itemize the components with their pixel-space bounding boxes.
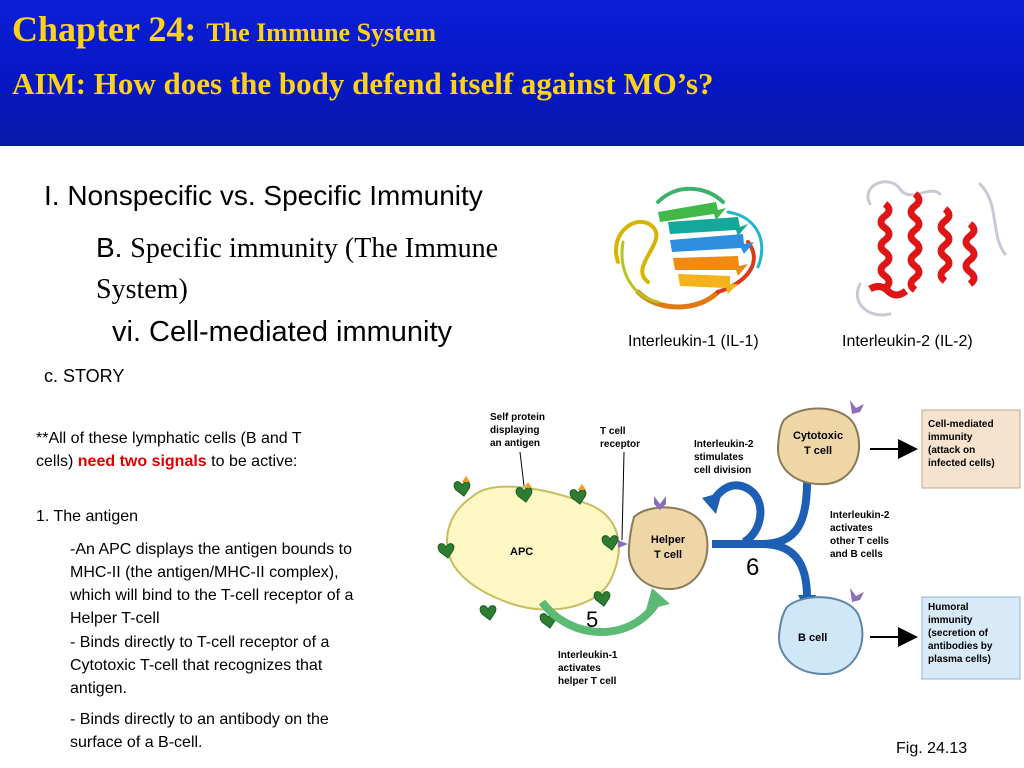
svg-text:cell division: cell division xyxy=(694,465,751,476)
il2-activates-label: Interleukin-2 activates other T cells an… xyxy=(830,510,890,560)
humoral-label: Humoral immunity (secretion of antibodie… xyxy=(928,602,993,665)
svg-text:Helper: Helper xyxy=(651,534,686,546)
step-5-label: 5 xyxy=(586,607,598,632)
svg-text:Interleukin-2: Interleukin-2 xyxy=(830,510,890,521)
aim-question: AIM: How does the body defend itself aga… xyxy=(12,66,714,101)
bullet-line: surface of a B-cell. xyxy=(70,734,203,751)
svg-text:immunity: immunity xyxy=(928,615,973,626)
svg-text:(attack on: (attack on xyxy=(928,445,975,456)
svg-text:activates: activates xyxy=(558,663,601,674)
svg-text:(secretion of: (secretion of xyxy=(928,628,989,639)
svg-text:Interleukin-2: Interleukin-2 xyxy=(694,439,754,450)
self-protein-label: Self protein displaying an antigen xyxy=(490,412,545,449)
outline-level2-letter: B. xyxy=(96,232,123,263)
il1-arrow xyxy=(538,599,661,636)
antigen-icon xyxy=(462,476,586,490)
cell-mediated-box xyxy=(921,409,1021,489)
chapter-subtitle: The Immune System xyxy=(206,18,436,47)
il2-caption: Interleukin-2 (IL-2) xyxy=(842,333,973,350)
outline-level3: vi. Cell-mediated immunity xyxy=(112,316,453,348)
b-cell xyxy=(777,596,864,676)
outline-level4: c. STORY xyxy=(44,366,125,386)
svg-text:receptor: receptor xyxy=(600,439,640,450)
outline-level2-cont: System) xyxy=(96,274,188,305)
svg-text:Self protein: Self protein xyxy=(490,412,545,423)
bullet-line: -An APC displays the antigen bounds to xyxy=(70,541,352,558)
intro-note: **All of these lymphatic cells (B and T … xyxy=(36,427,302,473)
il2-stimulates-label: Interleukin-2 stimulates cell division xyxy=(694,439,754,476)
svg-text:and B cells: and B cells xyxy=(830,549,883,560)
outline-level1: I. Nonspecific vs. Specific Immunity xyxy=(44,180,483,211)
svg-text:plasma cells): plasma cells) xyxy=(928,654,991,665)
helper-label: Helper T cell xyxy=(651,534,686,561)
immune-response-diagram: APC Self protein displaying an antigen T… xyxy=(437,400,1021,687)
svg-text:antibodies by: antibodies by xyxy=(928,641,993,652)
il2-structure-image xyxy=(855,180,1007,317)
tcr-label: T cell receptor xyxy=(600,426,640,450)
bullet-line: Helper T-cell xyxy=(70,610,160,627)
bullet-line: antigen. xyxy=(70,680,127,697)
svg-text:Cell-mediated: Cell-mediated xyxy=(928,419,994,430)
svg-text:T cell: T cell xyxy=(804,445,832,457)
chapter-title: Chapter 24: The Immune System xyxy=(12,8,436,50)
cell-mediated-label: Cell-mediated immunity (attack on infect… xyxy=(928,419,995,469)
point-antigen: 1. The antigen xyxy=(36,508,139,525)
svg-text:Humoral: Humoral xyxy=(928,602,969,613)
svg-text:T cell: T cell xyxy=(600,426,626,437)
svg-text:immunity: immunity xyxy=(928,432,973,443)
il1-caption: Interleukin-1 (IL-1) xyxy=(628,333,759,350)
helper-t-cell xyxy=(627,506,709,591)
bullet-bcell: - Binds directly to an antibody on the s… xyxy=(70,708,329,754)
apc-label: APC xyxy=(510,546,533,558)
intro-text-b: to be active: xyxy=(206,453,298,470)
bullet-line: - Binds directly to an antibody on the xyxy=(70,711,329,728)
svg-text:Cytotoxic: Cytotoxic xyxy=(793,430,843,442)
cytotoxic-label: Cytotoxic T cell xyxy=(793,430,843,457)
svg-text:infected cells): infected cells) xyxy=(928,458,995,469)
title-banner: Chapter 24: The Immune System AIM: How do… xyxy=(0,0,1024,146)
svg-text:other T cells: other T cells xyxy=(830,536,889,547)
svg-text:an antigen: an antigen xyxy=(490,438,540,449)
il1-structure-image xyxy=(614,186,764,310)
cytotoxic-t-cell xyxy=(776,407,861,486)
svg-text:T cell: T cell xyxy=(654,549,682,561)
bullet-line: - Binds directly to T-cell receptor of a xyxy=(70,634,330,651)
apc-cell xyxy=(445,485,620,611)
step-6-label: 6 xyxy=(746,554,759,581)
intro-text-a: cells) xyxy=(36,453,78,470)
chapter-number: Chapter 24: xyxy=(12,9,197,49)
svg-text:stimulates: stimulates xyxy=(694,452,744,463)
intro-highlight: need two signals xyxy=(77,453,207,470)
bullet-line: which will bind to the T-cell receptor o… xyxy=(70,587,354,604)
bullet-line: MHC-II (the antigen/MHC-II complex), xyxy=(70,564,339,581)
humoral-box xyxy=(921,596,1021,680)
figure-label: Fig. 24.13 xyxy=(896,740,968,757)
bullet-cytotoxic: - Binds directly to T-cell receptor of a… xyxy=(70,631,329,700)
svg-text:helper T cell: helper T cell xyxy=(558,676,617,687)
outline-level2-text: Specific immunity (The Immune xyxy=(130,233,499,264)
outline-level2: B. Specific immunity (The Immune xyxy=(96,232,498,265)
intro-line2: cells) need two signals to be active: xyxy=(36,450,302,473)
bullet-line: Cytotoxic T-cell that recognizes that xyxy=(70,657,323,674)
bullet-apc: -An APC displays the antigen bounds to M… xyxy=(70,538,353,630)
svg-text:activates: activates xyxy=(830,523,873,534)
il1-label: Interleukin-1 activates helper T cell xyxy=(558,650,618,687)
intro-line1: **All of these lymphatic cells (B and T xyxy=(36,430,302,447)
svg-text:Interleukin-1: Interleukin-1 xyxy=(558,650,618,661)
bcell-label: B cell xyxy=(798,632,827,644)
svg-text:displaying: displaying xyxy=(490,425,539,436)
